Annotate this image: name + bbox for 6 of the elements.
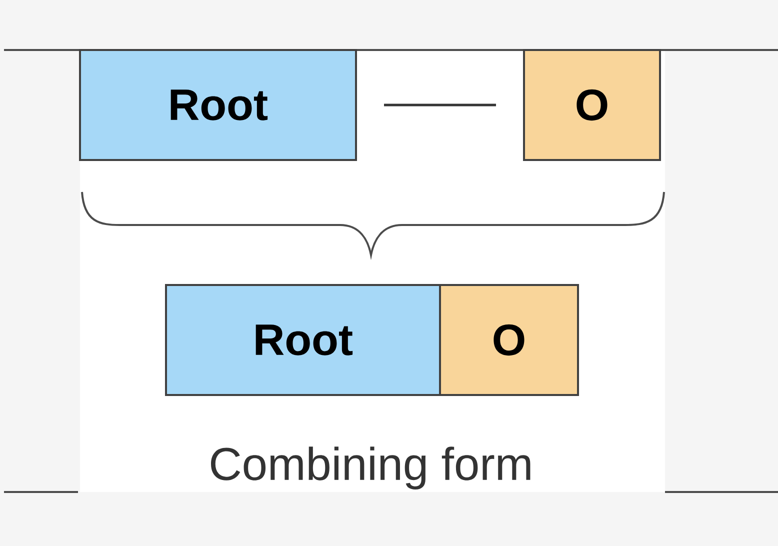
suffix-box: O — [439, 284, 579, 396]
root-box: Root — [165, 284, 441, 396]
connector-line — [384, 104, 496, 106]
caption-text: Combining form — [211, 446, 530, 490]
root-box: Root — [79, 49, 357, 161]
suffix-box: O — [523, 49, 661, 161]
